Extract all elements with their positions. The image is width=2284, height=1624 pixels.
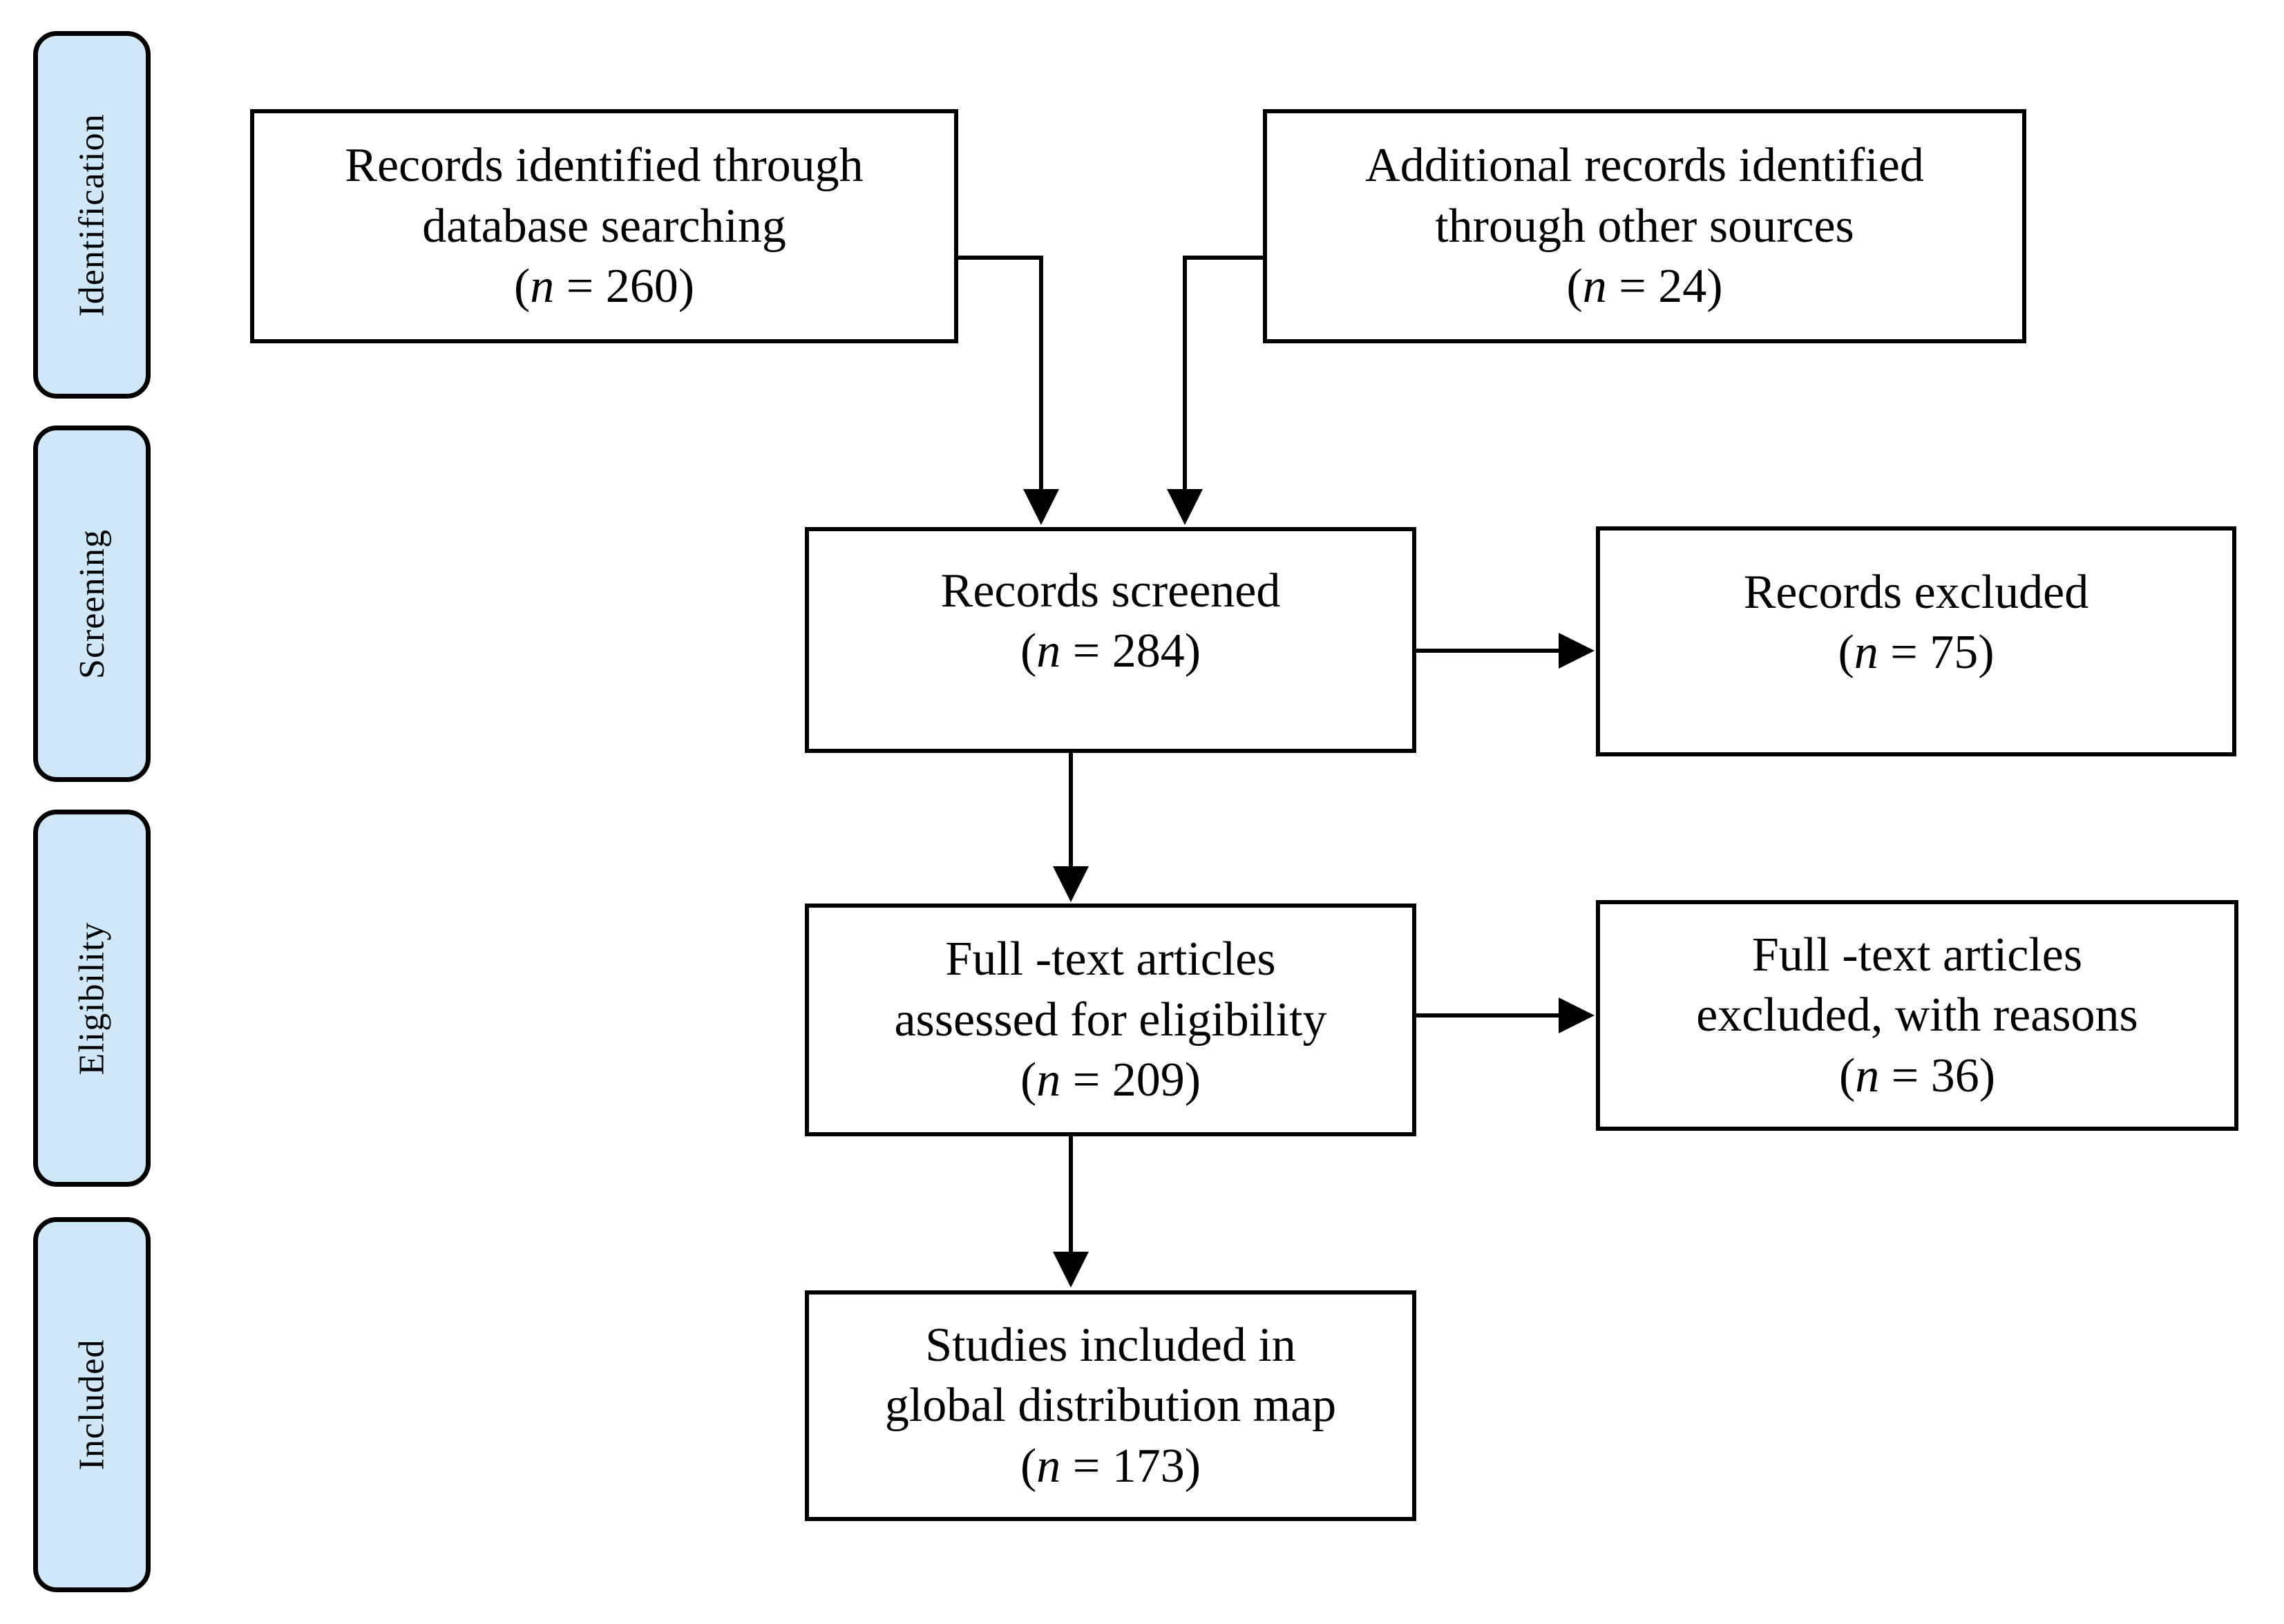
arrow-right-icon — [1559, 997, 1595, 1033]
node-line: database searching — [422, 199, 786, 253]
connector-additional-to-screened — [1183, 256, 1187, 493]
node-count: (n = 24) — [1566, 260, 1723, 314]
node-studies-included: Studies included in global distribution … — [805, 1290, 1416, 1521]
node-additional-records: Additional records identified through ot… — [1263, 109, 2026, 343]
stage-identification: Identification — [33, 31, 151, 399]
node-count: (n = 173) — [1020, 1439, 1201, 1493]
stage-included-label: Included — [72, 1339, 112, 1471]
node-line: Studies included in — [925, 1318, 1296, 1372]
connector-screened-to-fulltext — [1069, 752, 1073, 870]
node-line: Full -text articles — [945, 933, 1276, 986]
node-fulltext-excluded: Full -text articles excluded, with reaso… — [1596, 900, 2238, 1131]
stage-eligibility-label: Eligibility — [72, 921, 112, 1075]
stage-screening: Screening — [33, 426, 151, 782]
node-line: assessed for eligibility — [894, 993, 1327, 1047]
node-count: (n = 209) — [1020, 1053, 1201, 1107]
node-count: (n = 260) — [513, 260, 695, 314]
arrow-right-icon — [1559, 633, 1595, 669]
node-line: Full -text articles — [1751, 928, 2083, 982]
connector-identified-to-screened — [1039, 256, 1043, 493]
node-line: excluded, with reasons — [1696, 988, 2138, 1042]
node-records-identified: Records identified through database sear… — [250, 109, 958, 343]
stage-eligibility: Eligibility — [33, 810, 151, 1187]
node-count: (n = 284) — [1020, 624, 1201, 678]
stage-included: Included — [33, 1217, 151, 1592]
node-count: (n = 75) — [1838, 626, 1995, 679]
node-line: Records identified through — [345, 139, 864, 193]
connector-fulltext-to-included — [1069, 1135, 1073, 1256]
node-records-excluded: Records excluded (n = 75) — [1596, 526, 2236, 756]
node-line: Records screened — [940, 564, 1281, 618]
stage-screening-label: Screening — [72, 528, 112, 679]
arrow-down-icon — [1023, 489, 1059, 525]
connector-screened-to-excluded — [1415, 649, 1561, 653]
node-count: (n = 36) — [1838, 1049, 1996, 1102]
node-fulltext-assessed: Full -text articles assessed for eligibi… — [805, 904, 1416, 1136]
arrow-down-icon — [1167, 489, 1203, 525]
connector-additional-to-screened — [1183, 256, 1264, 260]
arrow-down-icon — [1053, 1252, 1089, 1288]
arrow-down-icon — [1053, 866, 1089, 902]
node-line: through other sources — [1435, 199, 1854, 253]
node-line: Records excluded — [1743, 565, 2089, 619]
node-records-screened: Records screened (n = 284) — [805, 527, 1416, 753]
node-line: Additional records identified — [1365, 139, 1924, 193]
connector-fulltext-to-excluded — [1415, 1013, 1561, 1018]
connector-identified-to-screened — [956, 256, 1043, 260]
node-line: global distribution map — [884, 1379, 1337, 1433]
stage-identification-label: Identification — [72, 113, 112, 317]
